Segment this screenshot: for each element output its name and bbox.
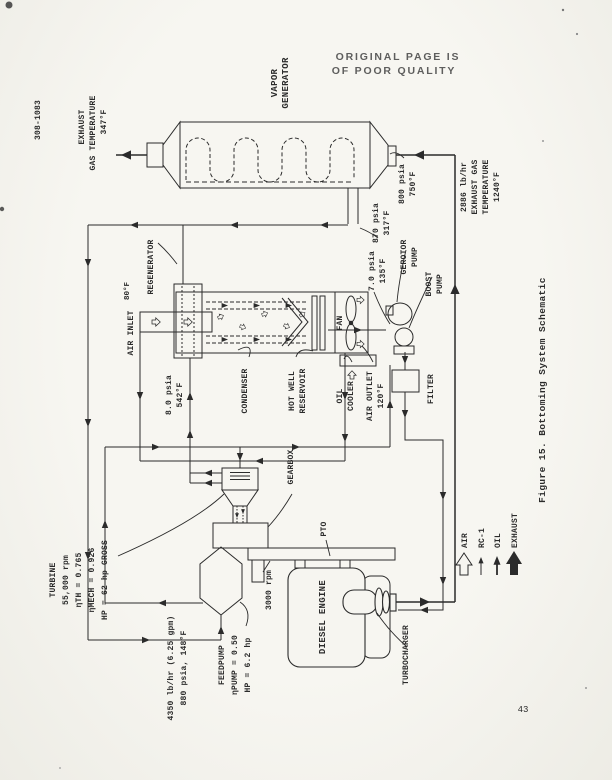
exhaust-left-label-2: GAS TEMPERATURE xyxy=(89,95,98,170)
quality-stamp: ORIGINAL PAGE IS OF POOR QUALITY xyxy=(332,51,461,77)
figure-caption: Figure 15. Bottoming System Schematic xyxy=(537,277,548,503)
oil-cooler-label-2: COOLER xyxy=(347,381,356,411)
exhaust-gas-piping xyxy=(116,150,460,607)
pump-in-label-2: 135°F xyxy=(379,258,388,283)
flow-legend: AIR RC-1 OIL EXHAUST xyxy=(455,513,522,576)
regen-out-label-1: 870 psia xyxy=(372,203,381,243)
diesel-engine-shape xyxy=(287,567,391,668)
turbine-label-5: HP = 62 hp GROSS xyxy=(101,540,110,620)
turbocharger-shape xyxy=(342,587,397,617)
gearbox-label: GEARBOX xyxy=(287,449,296,484)
turbine-label-1: TURBINE xyxy=(49,562,58,597)
condenser-label: CONDENSER xyxy=(241,368,250,413)
stamp-line-2: OF POOR QUALITY xyxy=(332,65,456,77)
vg-out-label-1: 800 psia xyxy=(398,164,407,204)
vg-out-label-2: 750°F xyxy=(409,171,418,196)
fan-label: FAN xyxy=(336,315,345,330)
exhaust-in-label-2: EXHAUST GAS xyxy=(471,159,480,214)
legend-oil-label: OIL xyxy=(494,533,503,548)
feedpump-label: FEEDPUMP ηPUMP = 0.50 HP = 6.2 hp xyxy=(218,635,253,695)
turbine-label-2: 55,000 rpm xyxy=(62,555,71,605)
legend-air-label: AIR xyxy=(461,533,470,548)
turbine-label-4: ηMECH = 0.926 xyxy=(88,547,97,612)
turbocharger-label: TURBOCHARGER xyxy=(402,625,411,685)
filter-box xyxy=(391,369,420,393)
feedpump-label-2: ηPUMP = 0.50 xyxy=(231,635,240,695)
oil-cooler xyxy=(339,354,377,380)
vapor-generator-label-1: VAPOR xyxy=(270,68,280,97)
vapor-generator xyxy=(146,120,397,224)
exhaust-left-label-1: EXHAUST xyxy=(78,109,87,144)
feedpump-label-3: HP = 6.2 hp xyxy=(244,637,253,692)
boost-pump-label-2: PUMP xyxy=(436,274,445,294)
exhaust-in-label-3: TEMPERATURE xyxy=(482,159,491,214)
feed-flow-label-1: 4350 lb/hr (6.25 gpm) xyxy=(167,615,176,720)
filter-label: FILTER xyxy=(427,374,436,404)
air-inlet-label-1: AIR INLET xyxy=(127,310,136,355)
gerotor-pump-label-1: GEROTOR xyxy=(400,239,409,274)
legend-rc1-label: RC-1 xyxy=(478,528,487,548)
leader-lines xyxy=(117,152,433,648)
diesel-engine-label: DIESEL ENGINE xyxy=(318,580,328,654)
fan-box xyxy=(334,291,369,354)
air-outlet-label-2: 120°F xyxy=(377,383,386,408)
gerotor-pump-label-2: PUMP xyxy=(411,247,420,267)
legend-exhaust-label: EXHAUST xyxy=(511,513,520,548)
scan-noise xyxy=(0,1,587,769)
pto-label: PTO xyxy=(320,521,329,536)
hot-well-label-2: RESERVOIR xyxy=(299,368,308,413)
legend-exhaust-arrow xyxy=(506,551,522,575)
turbine-out-label-2: 542°F xyxy=(176,382,185,407)
doc-number: 308-1083 xyxy=(34,100,43,140)
regen-out-label-2: 317°F xyxy=(383,210,392,235)
condenser-assembly xyxy=(139,283,336,359)
feed-flow-label-2: 880 psia, 148°F xyxy=(180,630,189,705)
stamp-line-1: ORIGINAL PAGE IS xyxy=(336,51,461,63)
gerotor-boost-pump xyxy=(385,302,415,355)
oil-cooler-label-1: OIL xyxy=(336,388,345,403)
turbine-label: TURBINE 55,000 rpm ηTH = 0.765 ηMECH = 0… xyxy=(49,540,110,620)
regenerator-label: REGENERATOR xyxy=(147,239,156,294)
exhaust-in-label: 2886 lb/hr EXHAUST GAS TEMPERATURE 1240°… xyxy=(460,159,502,214)
page-number: 43 xyxy=(518,705,529,715)
pump-in-label-1: 7.0 psia xyxy=(368,251,377,291)
feedpump-shape xyxy=(199,546,243,616)
boost-pump-label-1: BOOST xyxy=(425,271,434,296)
exhaust-left-label: EXHAUST GAS TEMPERATURE 347°F xyxy=(78,95,109,170)
exhaust-in-label-4: 1240°F xyxy=(493,172,502,202)
exhaust-left-label-3: 347°F xyxy=(100,109,109,134)
vapor-generator-label: VAPOR GENERATOR xyxy=(270,57,291,109)
pto-speed-label: 3000 rpm xyxy=(265,570,274,610)
turbine-out-label-1: 8.0 psia xyxy=(165,375,174,415)
legend-oil-arrow xyxy=(493,556,501,565)
turbine-label-3: ηTH = 0.765 xyxy=(75,552,84,607)
rc1-piping xyxy=(84,221,447,644)
turbine-gearbox xyxy=(212,467,269,549)
vapor-generator-label-2: GENERATOR xyxy=(281,57,291,109)
hot-well-label-1: HOT WELL xyxy=(288,371,297,411)
feedpump-label-1: FEEDPUMP xyxy=(218,645,227,685)
legend-air-arrow xyxy=(455,552,473,576)
feed-flow-label: 4350 lb/hr (6.25 gpm) 880 psia, 148°F xyxy=(167,615,189,720)
air-outlet-label-1: AIR OUTLET xyxy=(366,371,375,421)
exhaust-in-label-1: 2886 lb/hr xyxy=(460,162,469,212)
air-inlet-label-2: 80°F xyxy=(123,282,132,301)
legend-rc1-arrow xyxy=(478,557,484,564)
